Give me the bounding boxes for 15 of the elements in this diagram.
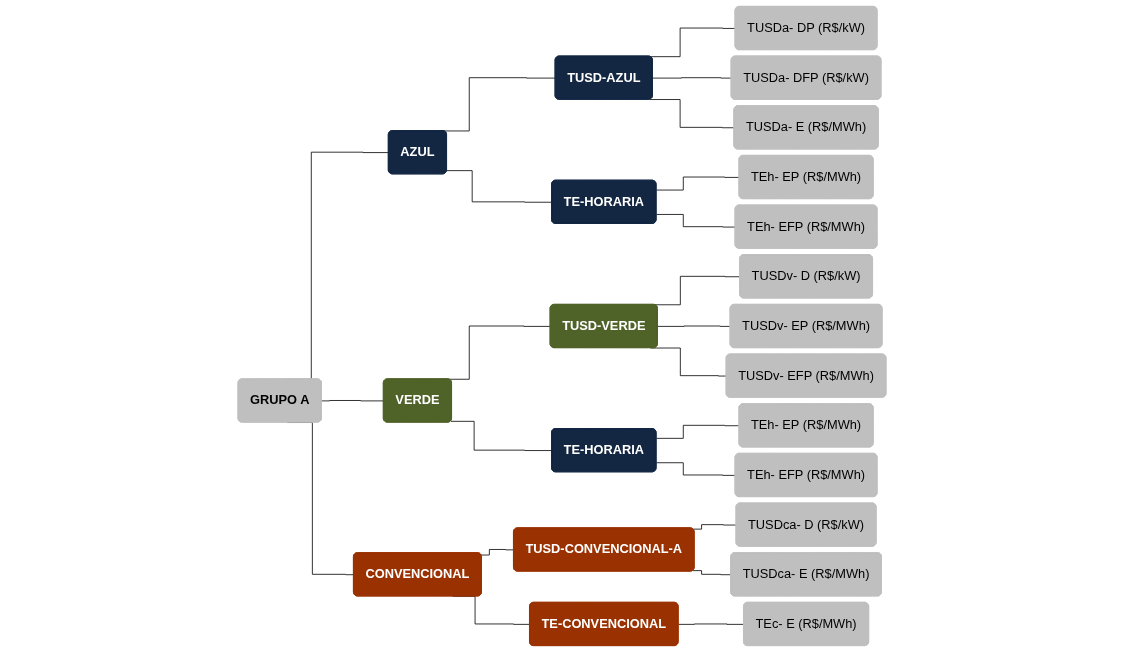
connector <box>657 325 731 327</box>
connector <box>446 170 553 203</box>
connector <box>692 524 737 530</box>
connector <box>450 420 553 451</box>
connector <box>692 570 732 576</box>
connector <box>656 214 736 228</box>
connector <box>480 549 515 556</box>
connector <box>649 27 736 58</box>
connector <box>656 424 740 439</box>
connector <box>656 176 740 191</box>
connector <box>321 400 385 402</box>
connector <box>656 462 736 476</box>
connector <box>678 623 745 625</box>
connector <box>649 99 735 129</box>
connector <box>652 77 732 79</box>
